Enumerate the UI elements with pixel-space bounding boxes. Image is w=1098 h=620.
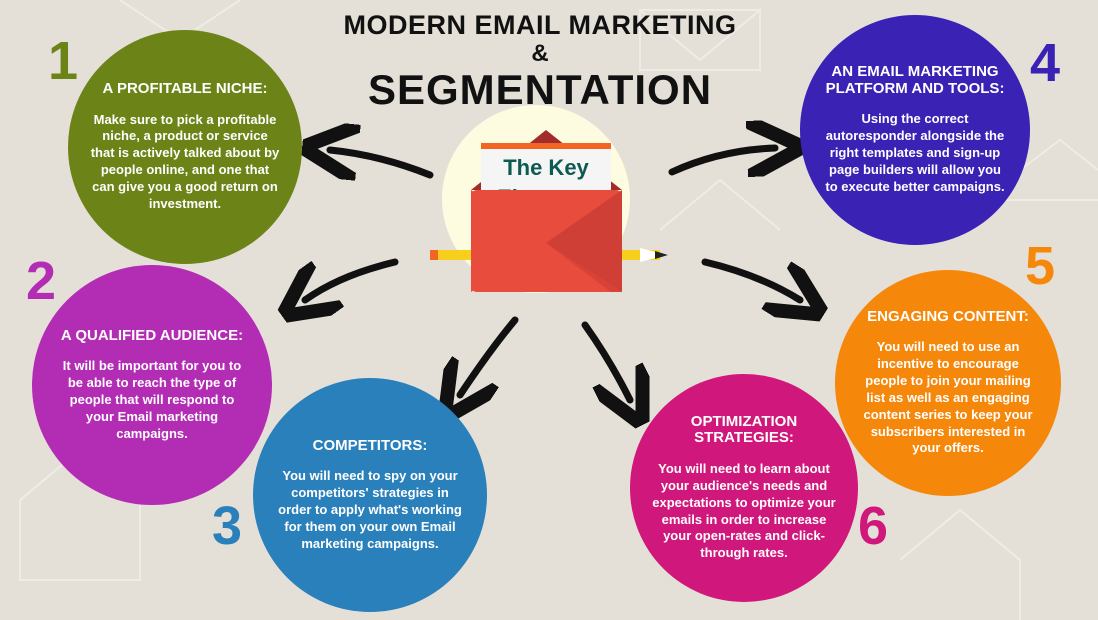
element-heading: ENGAGING CONTENT: — [867, 307, 1029, 325]
title-ampersand: & — [531, 40, 549, 67]
element-body: You will need to use an incentive to enc… — [863, 339, 1033, 456]
element-heading: OPTIMIZATION STRATEGIES: — [690, 412, 798, 447]
element-card-2: A QUALIFIED AUDIENCE: It will be importa… — [32, 265, 272, 505]
element-card-3: COMPETITORS: You will need to spy on you… — [253, 378, 487, 612]
element-heading: COMPETITORS: — [312, 436, 428, 454]
element-body: Make sure to pick a profitable niche, a … — [90, 111, 280, 212]
element-number-1: 1 — [48, 31, 79, 91]
title-line-1: MODERN EMAIL MARKETING — [343, 10, 737, 40]
arrow-to-2 — [305, 258, 399, 300]
element-card-6: OPTIMIZATION STRATEGIES: You will need t… — [630, 374, 858, 602]
element-number-3: 3 — [212, 496, 243, 556]
arrow-to-5 — [701, 258, 800, 300]
element-body: You will need to learn about your audien… — [652, 460, 836, 561]
element-card-4: AN EMAIL MARKETING PLATFORM AND TOOLS: U… — [800, 15, 1030, 245]
element-heading: AN EMAIL MARKETING PLATFORM AND TOOLS: — [825, 63, 1005, 97]
element-number-4: 4 — [1030, 33, 1061, 93]
arrow-to-3 — [460, 316, 519, 395]
element-number-2: 2 — [26, 251, 57, 311]
element-number-5: 5 — [1025, 236, 1056, 296]
element-heading: A QUALIFIED AUDIENCE: — [60, 326, 244, 344]
element-number-6: 6 — [858, 496, 889, 556]
arrow-to-1 — [330, 150, 434, 175]
element-body: You will need to spy on your competitors… — [278, 468, 462, 551]
element-heading: A PROFITABLE NICHE: — [102, 80, 268, 98]
element-card-5: ENGAGING CONTENT: You will need to use a… — [835, 270, 1061, 496]
arrow-to-4 — [668, 148, 775, 172]
arrow-to-6 — [581, 321, 630, 400]
element-body: It will be important for you to be able … — [62, 358, 242, 441]
element-card-1: A PROFITABLE NICHE: Make sure to pick a … — [68, 30, 302, 264]
element-body: Using the correct autoresponder alongsid… — [825, 111, 1005, 194]
